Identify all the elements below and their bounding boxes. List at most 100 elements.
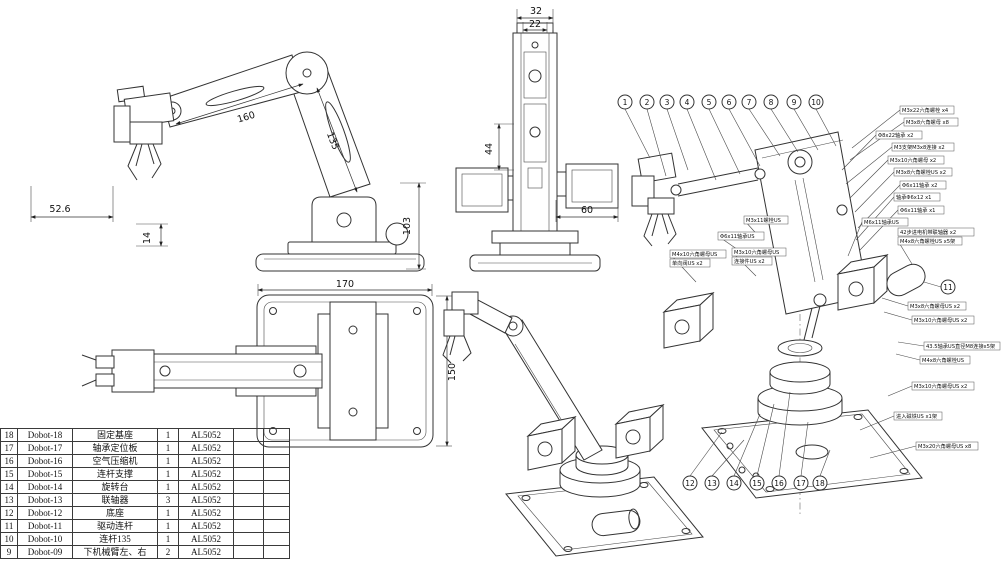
bom-empty-col-1 (233, 428, 264, 442)
svg-text:M3支架M3x8连接 x2: M3支架M3x8连接 x2 (894, 143, 945, 151)
bom-quantity: 1 (157, 428, 179, 442)
bom-part-number: Dobot-13 (17, 493, 73, 507)
balloon-13: 13 (704, 439, 745, 491)
bom-part-name: 连杆支撑 (72, 467, 158, 481)
bom-material: AL5052 (178, 480, 234, 494)
callout-label: M3x8六角螺栓US x2 (854, 167, 953, 213)
dim-160: 160 (175, 83, 304, 126)
svg-text:M4x8六角螺栓US: M4x8六角螺栓US (922, 356, 964, 364)
callout-label: M3x20六角螺母US x8 (869, 441, 979, 459)
bom-empty-col-1 (233, 480, 264, 494)
svg-text:M3x8六角螺母 x8: M3x8六角螺母 x8 (906, 118, 949, 126)
balloon-number: 11 (943, 283, 953, 292)
balloon-10: 10 (808, 94, 837, 147)
bom-material: AL5052 (178, 493, 234, 507)
balloon-number: 6 (727, 98, 732, 107)
svg-text:M3x20六角螺母US x8: M3x20六角螺母US x8 (918, 442, 971, 450)
table-row: 17 Dobot-17 轴承定位板 1 AL5052 (0, 441, 290, 455)
bom-material: AL5052 (178, 467, 234, 481)
balloon-number: 16 (774, 479, 784, 488)
callout-label: 42步进电机带联轴器 x2 (897, 227, 975, 265)
bom-material: AL5052 (178, 428, 234, 442)
drive-cylinder (886, 263, 926, 297)
balloon-number: 12 (685, 479, 695, 488)
bom-part-number: Dobot-12 (17, 506, 73, 520)
callout-label: Φ6x11轴承 x1 (859, 205, 945, 251)
bom-part-number: Dobot-11 (17, 519, 73, 533)
table-row: 14 Dobot-14 旋转台 1 AL5052 (0, 480, 290, 494)
bom-item-no: 17 (0, 441, 18, 455)
balloon-18: 18 (812, 449, 831, 491)
table-row: 11 Dobot-11 驱动连杆 1 AL5052 (0, 519, 290, 533)
bom-material: AL5052 (178, 506, 234, 520)
bom-empty-col-1 (233, 454, 264, 468)
balloon-number: 1 (623, 98, 628, 107)
svg-text:Φ6x11轴承 x2: Φ6x11轴承 x2 (902, 181, 937, 189)
bom-part-number: Dobot-16 (17, 454, 73, 468)
balloon-12: 12 (682, 431, 723, 491)
bom-part-number: Dobot-09 (17, 545, 73, 559)
balloon-number: 14 (729, 479, 739, 488)
balloon-16: 16 (771, 391, 791, 491)
bom-quantity: 1 (157, 532, 179, 546)
dim-14: 14 (136, 223, 168, 247)
balloon-number: 2 (645, 98, 650, 107)
table-row: 12 Dobot-12 底座 1 AL5052 (0, 506, 290, 520)
balloon-9: 9 (786, 94, 819, 151)
callout-label: M3x10六角螺母US x2 (887, 381, 975, 397)
bom-part-name: 轴承定位板 (72, 441, 158, 455)
bom-item-no: 9 (0, 545, 18, 559)
dim-52-6: 52.6 (30, 186, 114, 222)
balloon-number: 18 (815, 479, 825, 488)
bom-empty-col-2 (263, 467, 290, 481)
svg-text:单向阀US x2: 单向阀US x2 (672, 259, 703, 267)
svg-text:M4x10六角螺母US: M4x10六角螺母US (672, 250, 717, 258)
callout-label: M3x10六角螺母 x2 (849, 155, 945, 199)
svg-text:M3x10六角螺母US x2: M3x10六角螺母US x2 (914, 382, 967, 390)
svg-text:连接件US x2: 连接件US x2 (734, 257, 765, 265)
callout-label: M4x8六角螺栓US (895, 353, 971, 365)
top-view: 170 150 (81, 279, 458, 448)
bom-item-no: 13 (0, 493, 18, 507)
dim-label-32: 32 (530, 6, 542, 17)
balloon-number: 8 (769, 98, 774, 107)
dim-60: 60 (555, 200, 619, 222)
bom-part-name: 旋转台 (72, 480, 158, 494)
bom-part-name: 驱动连杆 (72, 519, 158, 533)
front-view: 32 22 44 60 (455, 6, 619, 272)
callout-label: 进入磁铁US x1架 (859, 411, 943, 431)
callout-label: 43.5轴承US直径M8连接x5架 (897, 341, 1001, 351)
dim-170: 170 (257, 279, 433, 296)
bom-empty-col-2 (263, 480, 290, 494)
balloon-15: 15 (749, 403, 775, 491)
dim-22: 22 (522, 19, 548, 33)
bom-material: AL5052 (178, 454, 234, 468)
dim-label-160: 160 (236, 110, 257, 126)
balloon-11: 11 (923, 279, 956, 295)
balloon-3: 3 (659, 94, 689, 171)
bom-quantity: 1 (157, 467, 179, 481)
table-row: 9 Dobot-09 下机械臂左、右 2 AL5052 (0, 545, 290, 559)
svg-text:M4x8六角螺栓US x5架: M4x8六角螺栓US x5架 (900, 237, 955, 245)
table-row: 15 Dobot-15 连杆支撑 1 AL5052 (0, 467, 290, 481)
assembled-iso-view (442, 291, 704, 557)
callout-label: M4x10六角螺母US (669, 249, 727, 283)
svg-text:M6x11轴承US: M6x11轴承US (864, 218, 899, 226)
balloon-5: 5 (701, 94, 741, 175)
bom-item-no: 11 (0, 519, 18, 533)
dim-label-14: 14 (142, 232, 153, 244)
bom-empty-col-2 (263, 545, 290, 559)
balloon-number: 7 (747, 98, 752, 107)
bom-empty-col-1 (233, 545, 264, 559)
callout-label: M4x8六角螺栓US x5架 (897, 236, 963, 246)
bom-material: AL5052 (178, 545, 234, 559)
svg-text:Φ8x22轴承 x2: Φ8x22轴承 x2 (878, 131, 913, 139)
dim-44: 44 (484, 123, 514, 171)
bom-empty-col-1 (233, 467, 264, 481)
bom-empty-col-2 (263, 454, 290, 468)
bom-part-name: 联轴器 (72, 493, 158, 507)
bom-item-no: 12 (0, 506, 18, 520)
bom-part-name: 连杆135 (72, 532, 158, 546)
svg-text:M3x8六角螺栓US x2: M3x8六角螺栓US x2 (896, 168, 946, 176)
